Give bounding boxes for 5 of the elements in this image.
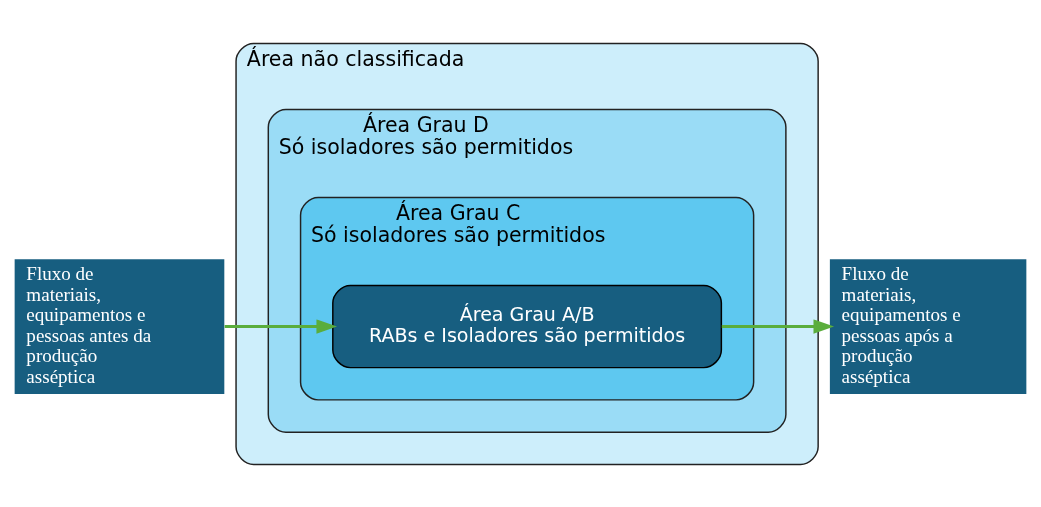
node-box: Fluxo de materiais, equipamentos e pessoas antes da produção asséptica: [14, 258, 225, 394]
arrow: [721, 318, 835, 334]
node-box: Fluxo de materiais, equipamentos e pessoas após a produção asséptica: [829, 258, 1027, 394]
node-box: Área Grau A/B RABs e Isoladores são permitidos: [332, 284, 723, 368]
arrow: [224, 318, 337, 334]
